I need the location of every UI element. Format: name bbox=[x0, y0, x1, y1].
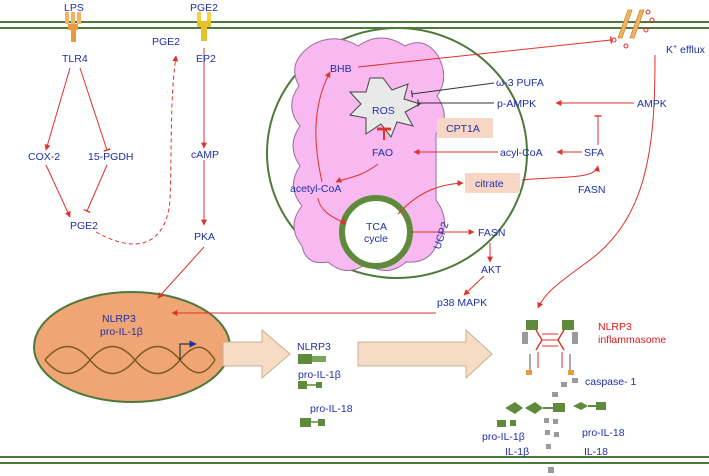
tlr4-receptor-icon bbox=[65, 12, 81, 42]
label-pge2-secreted: PGE2 bbox=[152, 36, 180, 48]
label-lps: LPS bbox=[64, 2, 84, 14]
label-pge2-top: PGE2 bbox=[190, 2, 218, 14]
label-ros: ROS bbox=[372, 105, 395, 117]
label-nucleus-nlrp3: NLRP3 bbox=[102, 313, 136, 325]
label-tlr4: TLR4 bbox=[62, 53, 88, 65]
label-cyt-pro-il18: pro-IL-18 bbox=[310, 403, 353, 415]
label-15pgdh: 15-PGDH bbox=[88, 151, 134, 163]
label-pro-il18-bottom: pro-IL-18 bbox=[582, 427, 625, 439]
k-channel-icon bbox=[611, 9, 655, 49]
tca-cycle-ring bbox=[339, 195, 413, 269]
label-pro-il1b-bottom: pro-IL-1β bbox=[482, 431, 525, 443]
label-cox2: COX-2 bbox=[28, 151, 60, 163]
cytoplasm-proteins bbox=[298, 354, 326, 427]
label-ampk: AMPK bbox=[637, 98, 667, 110]
citrate-box bbox=[465, 173, 520, 193]
nucleus-to-cytoplasm-block-arrow bbox=[222, 328, 291, 380]
dna-helix-icon bbox=[44, 340, 216, 375]
cleavage-fragments bbox=[497, 378, 606, 473]
label-fasn-top: FASN bbox=[578, 184, 605, 196]
label-inflammasome-line2: inflammasome bbox=[598, 334, 666, 346]
top-membrane bbox=[0, 21, 709, 29]
label-caspase-1: caspase- 1 bbox=[585, 376, 637, 388]
label-nucleus-pro-il1b: pro-IL-1β bbox=[100, 326, 143, 338]
label-acetyl-coa: acetyl-CoA bbox=[290, 183, 341, 195]
label-ep2: EP2 bbox=[196, 53, 216, 65]
pathway-arrows bbox=[44, 36, 656, 316]
label-cpt1a: CPT1A bbox=[446, 123, 480, 135]
label-akt: AKT bbox=[481, 264, 502, 276]
label-pge2-mid: PGE2 bbox=[70, 220, 98, 232]
label-sfa: SFA bbox=[584, 147, 604, 159]
label-camp: cAMP bbox=[191, 149, 219, 161]
labels: LPS TLR4 PGE2 EP2 PGE2 COX-2 15-PGDH PGE… bbox=[28, 2, 706, 458]
inflammasome-icon bbox=[522, 320, 578, 375]
label-cyt-nlrp3: NLRP3 bbox=[297, 341, 331, 353]
bottom-membrane bbox=[0, 456, 709, 464]
cytoplasm-to-inflammasome-block-arrow bbox=[357, 328, 493, 380]
cpt1a-box bbox=[437, 118, 493, 138]
label-fao: FAO bbox=[372, 147, 393, 159]
label-pka: PKA bbox=[194, 231, 215, 243]
label-citrate: citrate bbox=[475, 178, 504, 190]
ros-burst-icon bbox=[348, 77, 422, 139]
label-tca-line2: cycle bbox=[364, 233, 388, 245]
label-p38-mapk: p38 MAPK bbox=[437, 297, 487, 309]
label-p-ampk: p-AMPK bbox=[497, 98, 536, 110]
label-k-efflux: K+ efflux bbox=[666, 44, 706, 56]
label-inflammasome-line1: NLRP3 bbox=[598, 321, 632, 333]
label-fasn-low: FASN bbox=[478, 227, 505, 239]
label-omega3-pufa: ω-3 PUFA bbox=[496, 77, 544, 89]
label-cyt-pro-il1b: pro-IL-1β bbox=[298, 369, 341, 381]
ep2-receptor-icon bbox=[197, 12, 211, 41]
label-bhb: BHB bbox=[330, 63, 352, 75]
label-il1b: IL-1β bbox=[505, 446, 529, 458]
label-il18: IL-18 bbox=[584, 446, 608, 458]
label-acyl-coa: acyl-CoA bbox=[500, 147, 543, 159]
label-tca-line1: TCA bbox=[366, 221, 387, 233]
